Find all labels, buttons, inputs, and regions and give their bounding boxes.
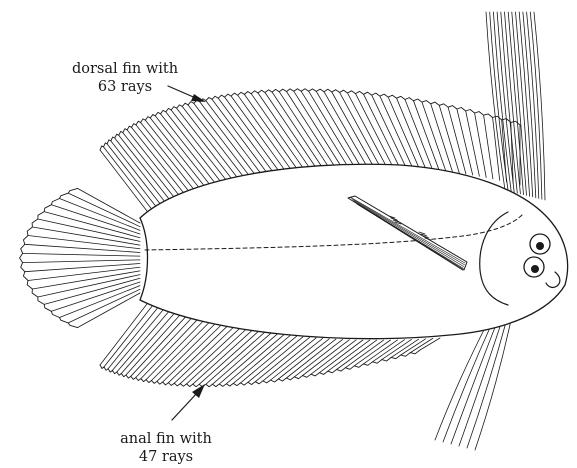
anal-fin-ray [286, 339, 336, 378]
upper-pelvic-fin-ray [512, 12, 527, 195]
caudal-fin-ray [68, 289, 140, 323]
dorsal-fin-ray [372, 95, 406, 167]
caudal-fin-ray [51, 282, 140, 311]
lower-pelvic-fin [435, 320, 511, 450]
upper-pelvic-fin-ray [534, 12, 545, 200]
dorsal-fin-ray [231, 96, 286, 172]
upper-pelvic-fin [486, 12, 545, 200]
dorsal-fin-ray [218, 98, 274, 173]
caudal-fin-ray [25, 264, 140, 272]
dorsal-fin-ray [238, 95, 292, 171]
anal-fin-ray [401, 339, 426, 355]
anal-fin-ray [263, 338, 316, 381]
caudal-fin-ray [25, 244, 140, 252]
anal-fin-label: anal fin with 47 rays [96, 430, 236, 466]
dorsal-fin-ray [388, 97, 419, 168]
caudal-fin-ray [60, 199, 141, 231]
fish-body [140, 164, 568, 338]
anal-fin-ray [373, 340, 405, 362]
dorsal-fin-ray [364, 94, 400, 167]
dorsal-fin-ray [272, 92, 322, 168]
dorsal-fin-ray [397, 98, 426, 169]
dorsal-fin-ray [466, 111, 480, 176]
caudal-fin-ray [51, 205, 140, 234]
dorsal-fin-ray [244, 94, 298, 170]
anal-fin-ray [255, 337, 309, 381]
anal-arrow-line [172, 392, 198, 420]
anal-fin-ray [294, 339, 342, 376]
dorsal-fin-ray [414, 101, 440, 170]
dorsal-fin-ray [287, 92, 335, 167]
dorsal-fin-ray [279, 92, 329, 168]
dorsal-fin-ray [309, 91, 354, 166]
dorsal-fin-ray [301, 91, 347, 166]
dorsal-label-line-2: 63 rays [50, 78, 200, 96]
anal-fin-ray [382, 339, 412, 359]
anal-label-line-2: 47 rays [96, 448, 236, 466]
lower-pelvic-fin-ray [435, 320, 489, 440]
dorsal-fin-label: dorsal fin with 63 rays [50, 60, 200, 96]
dorsal-label-line-1: dorsal fin with [50, 60, 200, 78]
lower-pelvic-fin-ray [443, 320, 493, 442]
dorsal-fin-ray [448, 107, 466, 174]
dorsal-fin-ray [316, 91, 360, 166]
dorsal-fin-ray [251, 94, 304, 170]
caudal-fin [20, 188, 140, 327]
anal-label-line-1: anal fin with [96, 430, 236, 448]
anal-fin-ray [410, 338, 433, 352]
caudal-fin-ray [60, 286, 141, 318]
dorsal-fin-ray [457, 109, 473, 175]
caudal-fin-ray [23, 253, 140, 256]
upper-pelvic-fin-ray [501, 12, 518, 193]
anal-fin-ray [328, 340, 370, 371]
dorsal-fin-ray [405, 100, 432, 170]
anal-fin-ray [248, 337, 303, 383]
caudal-fin-ray [68, 193, 140, 227]
caudal-fin-edge [20, 188, 78, 327]
caudal-fin-ray [23, 260, 140, 263]
anal-fin-ray [271, 338, 323, 380]
dorsal-fin-ray [225, 97, 280, 173]
anal-fin-ray [319, 340, 363, 373]
upper-pelvic-fin-ray [530, 12, 542, 199]
